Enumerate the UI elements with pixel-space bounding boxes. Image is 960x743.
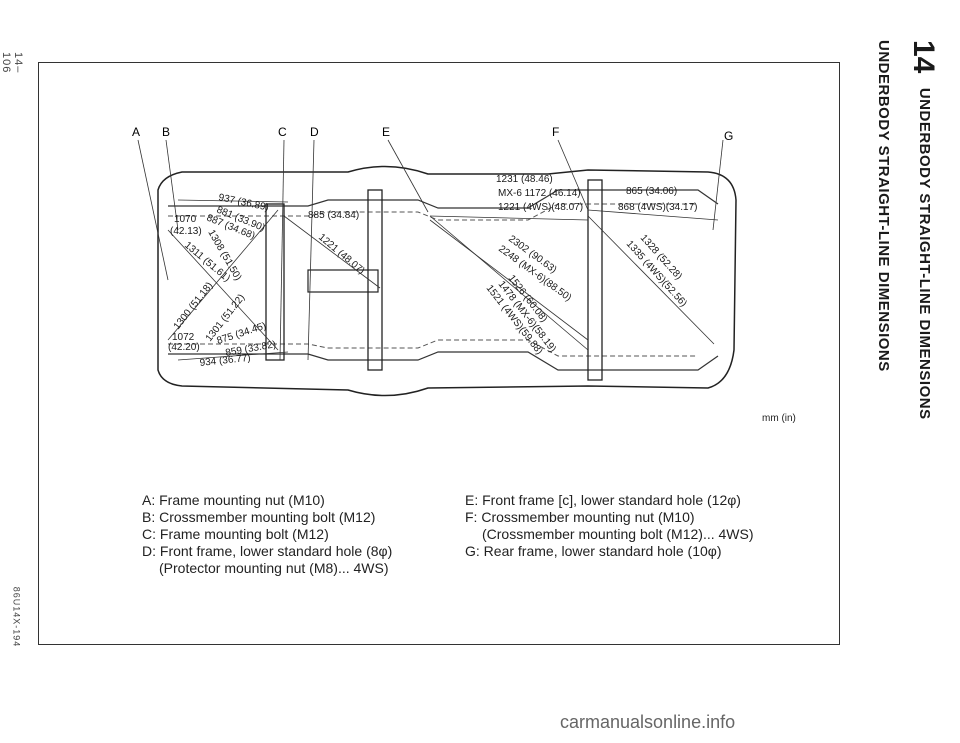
point-letter-b: B (162, 125, 170, 139)
page-number: 14–106 (0, 52, 24, 74)
legend-item-f-note: (Crossmember mounting bolt (M12)... 4WS) (482, 526, 754, 542)
legend-left: A: Frame mounting nut (M10) B: Crossmemb… (142, 492, 442, 577)
dim-885: 885 (34.84) (308, 210, 359, 221)
legend-item-g: G: Rear frame, lower standard hole (10φ) (465, 543, 722, 559)
figure-frame (38, 62, 840, 645)
dim-1231: 1231 (48.46) (496, 174, 553, 185)
dim-1072-in: (42.20) (168, 342, 200, 353)
unit-note: mm (in) (762, 413, 796, 424)
dim-1072: 1072 (172, 332, 195, 343)
chapter-title: UNDERBODY STRAIGHT-LINE DIMENSIONS (916, 87, 933, 420)
point-letter-g: G (724, 129, 733, 143)
point-letter-e: E (382, 125, 390, 139)
underbody-diagram: A B C D E F G 937 (36.89) 881 (33.90) 88… (132, 125, 737, 397)
transmission-bracket (307, 269, 379, 293)
legend-item-a: A: Frame mounting nut (M10) (142, 492, 325, 508)
chapter-number: 14 (907, 40, 940, 74)
legend-item-b: B: Crossmember mounting bolt (M12) (142, 509, 376, 525)
dim-1070: 1070 (174, 214, 197, 225)
legend-item-c: C: Frame mounting bolt (M12) (142, 526, 329, 542)
legend-item-e: E: Front frame [c], lower standard hole … (465, 492, 741, 508)
legend-right: E: Front frame [c], lower standard hole … (465, 492, 795, 560)
figure-code: 86U14X-194 (11, 586, 22, 648)
dim-mx6-1172: MX-6 1172 (46.14) (498, 188, 581, 199)
point-letter-f: F (552, 125, 559, 139)
point-letter-c: C (278, 125, 287, 139)
front-crossmember (265, 203, 285, 361)
dim-1221-4ws: 1221 (4WS)(48.07) (498, 202, 583, 213)
dim-865: 865 (34.06) (626, 186, 677, 197)
center-crossmember (367, 189, 383, 371)
legend-item-f: F: Crossmember mounting nut (M10) (465, 509, 695, 525)
section-title: UNDERBODY STRAIGHT-LINE DIMENSIONS (875, 40, 892, 372)
dim-1300: 1300 (51.18) (172, 280, 216, 331)
legend-item-d: D: Front frame, lower standard hole (8φ) (142, 543, 393, 559)
dim-868: 868 (4WS)(34.17) (618, 202, 697, 213)
reference-lines (137, 139, 724, 361)
legend-item-d-note: (Protector mounting nut (M8)... 4WS) (159, 560, 389, 576)
frame-rail-upper (168, 189, 719, 209)
dim-934: 934 (36.77) (199, 353, 251, 369)
watermark: carmanualsonline.info (560, 712, 736, 732)
body-outline (157, 165, 737, 397)
frame-rail-lower (168, 351, 719, 371)
rear-crossmember (587, 179, 603, 381)
dim-1070-in: (42.13) (170, 226, 202, 237)
point-letter-d: D (310, 125, 319, 139)
chapter-header: 14 UNDERBODY STRAIGHT-LINE DIMENSIONS UN… (840, 0, 960, 743)
point-letter-a: A (132, 125, 140, 139)
